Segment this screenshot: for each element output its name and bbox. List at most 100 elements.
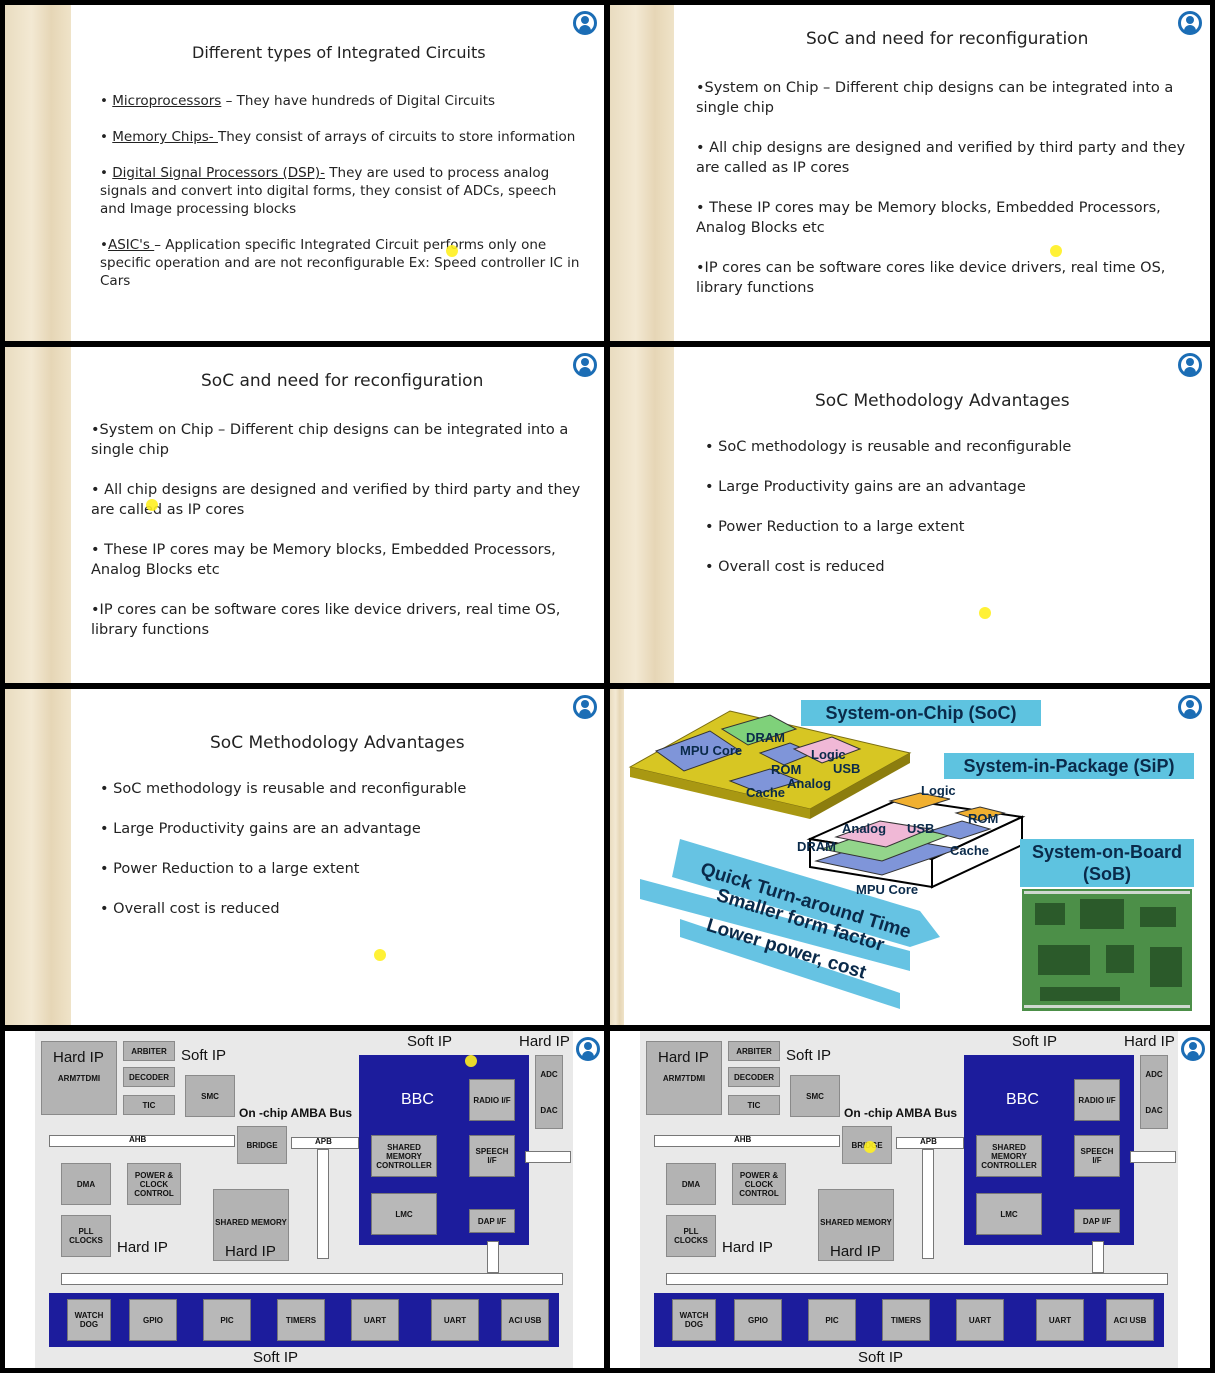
slide-title: Different types of Integrated Circuits — [192, 43, 486, 62]
chip-cache-label: Cache — [746, 785, 786, 800]
slide-1[interactable]: Different types of Integrated Circuits •… — [5, 5, 604, 341]
bridge-block: BRIDGE — [237, 1126, 287, 1164]
lmc-block: LMC — [976, 1193, 1042, 1235]
hard-ip-label-3: Hard IP — [830, 1243, 881, 1260]
chip-rom-label: ROM — [771, 762, 802, 777]
bullet-1: • SoC methodology is reusable and reconf… — [100, 781, 467, 797]
shared-memory-block: SHARED MEMORY — [818, 1189, 894, 1261]
power-clock-block: POWER & CLOCK CONTROL — [127, 1163, 181, 1205]
aci-usb-block: ACI USB — [1106, 1299, 1154, 1341]
dap-vertical-bus — [1092, 1241, 1104, 1273]
pkg-usb-label: USB — [907, 821, 935, 836]
soft-ip-label-3: Soft IP — [253, 1349, 299, 1366]
slide-4[interactable]: SoC Methodology Advantages • SoC methodo… — [610, 347, 1210, 683]
hard-ip-label: Hard IP — [658, 1049, 709, 1066]
sip-label: System-in-Package (SiP) — [944, 753, 1194, 779]
bullet-2: • All chip designs are designed and veri… — [696, 140, 1186, 176]
soft-ip-label-3: Soft IP — [858, 1349, 904, 1366]
cursor-highlight — [979, 607, 991, 619]
tic-block: TIC — [728, 1095, 780, 1115]
decoder-block: DECODER — [728, 1067, 780, 1087]
arbiter-block: ARBITER — [123, 1041, 175, 1061]
slide-2[interactable]: SoC and need for reconfiguration •System… — [610, 5, 1210, 341]
aci-usb-block: ACI USB — [501, 1299, 549, 1341]
hard-ip-label: Hard IP — [53, 1049, 104, 1066]
slide-7[interactable]: ARM7TDMI Hard IP ARBITER DECODER TIC Sof… — [5, 1031, 604, 1368]
arm-label: ARM7TDMI — [57, 1074, 101, 1083]
bullet-3: • Digital Signal Processors (DSP)- They … — [100, 165, 557, 217]
arm-core-block: ARM7TDMI — [646, 1041, 722, 1115]
slide-5[interactable]: SoC Methodology Advantages • SoC methodo… — [5, 689, 604, 1025]
pkg-dram-label: DRAM — [797, 839, 836, 854]
slide-sidebar-decoration — [5, 5, 71, 341]
chip-logic-label: Logic — [811, 747, 846, 762]
udemy-logo-icon — [573, 11, 597, 35]
adc-label: ADC — [540, 1069, 558, 1079]
bullet-4: •ASIC's – Application specific Integrate… — [100, 237, 580, 289]
uart-block-1: UART — [351, 1299, 399, 1341]
slide-6[interactable]: System-on-Chip (SoC) System-in-Package (… — [610, 689, 1210, 1025]
timers-block: TIMERS — [277, 1299, 325, 1341]
udemy-logo-icon — [573, 353, 597, 377]
gpio-block: GPIO — [129, 1299, 177, 1341]
dma-block: DMA — [666, 1163, 716, 1205]
uart-block-2: UART — [1036, 1299, 1084, 1341]
soft-ip-label-2: Soft IP — [1012, 1033, 1058, 1050]
cursor-highlight — [374, 949, 386, 961]
dac-label: DAC — [1145, 1105, 1163, 1115]
pkg-analog-label: Analog — [842, 821, 887, 836]
adc-dac-block: ADC DAC — [535, 1055, 563, 1129]
slide-3[interactable]: SoC and need for reconfiguration •System… — [5, 347, 604, 683]
udemy-logo-icon — [576, 1037, 600, 1061]
slide-title: SoC and need for reconfiguration — [806, 29, 1089, 49]
uart-block-1: UART — [956, 1299, 1004, 1341]
arm-core-block: ARM7TDMI — [41, 1041, 117, 1115]
shared-memory-label: SHARED MEMORY — [820, 1218, 892, 1227]
amba-bus-label: On -chip AMBA Bus — [239, 1106, 353, 1120]
speech-if-block: SPEECH I/F — [469, 1135, 515, 1177]
bullet-4: • Overall cost is reduced — [705, 559, 885, 575]
pkg-logic-label: Logic — [921, 783, 956, 798]
slide-title: SoC Methodology Advantages — [210, 733, 465, 753]
bullet-1: • Microprocessors – They have hundreds o… — [100, 93, 496, 109]
arbiter-block: ARBITER — [728, 1041, 780, 1061]
apb-label: APB — [920, 1137, 937, 1146]
bullet-1: •System on Chip – Different chip designs… — [696, 80, 1174, 116]
dap-if-block: DAP I/F — [1074, 1209, 1120, 1233]
lmc-block: LMC — [371, 1193, 437, 1235]
bullet-3: • Power Reduction to a large extent — [100, 861, 360, 877]
dac-label: DAC — [540, 1105, 558, 1115]
tic-block: TIC — [123, 1095, 175, 1115]
bullet-4: •IP cores can be software cores like dev… — [696, 260, 1166, 296]
pkg-cache-label: Cache — [950, 843, 990, 858]
slide-8[interactable]: ARM7TDMI Hard IP ARBITER DECODER TIC Sof… — [610, 1031, 1210, 1368]
udemy-logo-icon — [1178, 695, 1202, 719]
apb-vertical-bus — [317, 1149, 329, 1259]
chip-mpu-label: MPU Core — [680, 743, 743, 758]
watchdog-block: WATCH DOG — [672, 1299, 716, 1341]
udemy-logo-icon — [1181, 1037, 1205, 1061]
hard-ip-label-4: Hard IP — [1124, 1033, 1175, 1050]
bullet-1: • SoC methodology is reusable and reconf… — [705, 439, 1072, 455]
pic-block: PIC — [808, 1299, 856, 1341]
cursor-highlight — [465, 1055, 477, 1067]
adc-dac-block: ADC DAC — [1140, 1055, 1168, 1129]
hard-ip-label-4: Hard IP — [519, 1033, 570, 1050]
ahb-bus — [49, 1135, 235, 1147]
dap-if-block: DAP I/F — [469, 1209, 515, 1233]
smc-block: SMC — [790, 1075, 840, 1117]
amba-bus-label: On -chip AMBA Bus — [844, 1106, 958, 1120]
bullet-2: • Memory Chips- They consist of arrays o… — [100, 129, 576, 145]
pll-clocks-block: PLL CLOCKS — [666, 1215, 716, 1257]
hard-ip-label-2: Hard IP — [722, 1239, 773, 1256]
slide-sidebar-decoration — [610, 689, 624, 1025]
power-clock-block: POWER & CLOCK CONTROL — [732, 1163, 786, 1205]
sob-label: System-on-Board (SoB) — [1020, 839, 1194, 887]
speech-if-block: SPEECH I/F — [1074, 1135, 1120, 1177]
shared-memory-controller-block: SHARED MEMORY CONTROLLER — [371, 1135, 437, 1177]
pic-block: PIC — [203, 1299, 251, 1341]
decoder-block: DECODER — [123, 1067, 175, 1087]
cursor-highlight — [146, 499, 158, 511]
apb-bus — [291, 1137, 359, 1149]
adc-label: ADC — [1145, 1069, 1163, 1079]
